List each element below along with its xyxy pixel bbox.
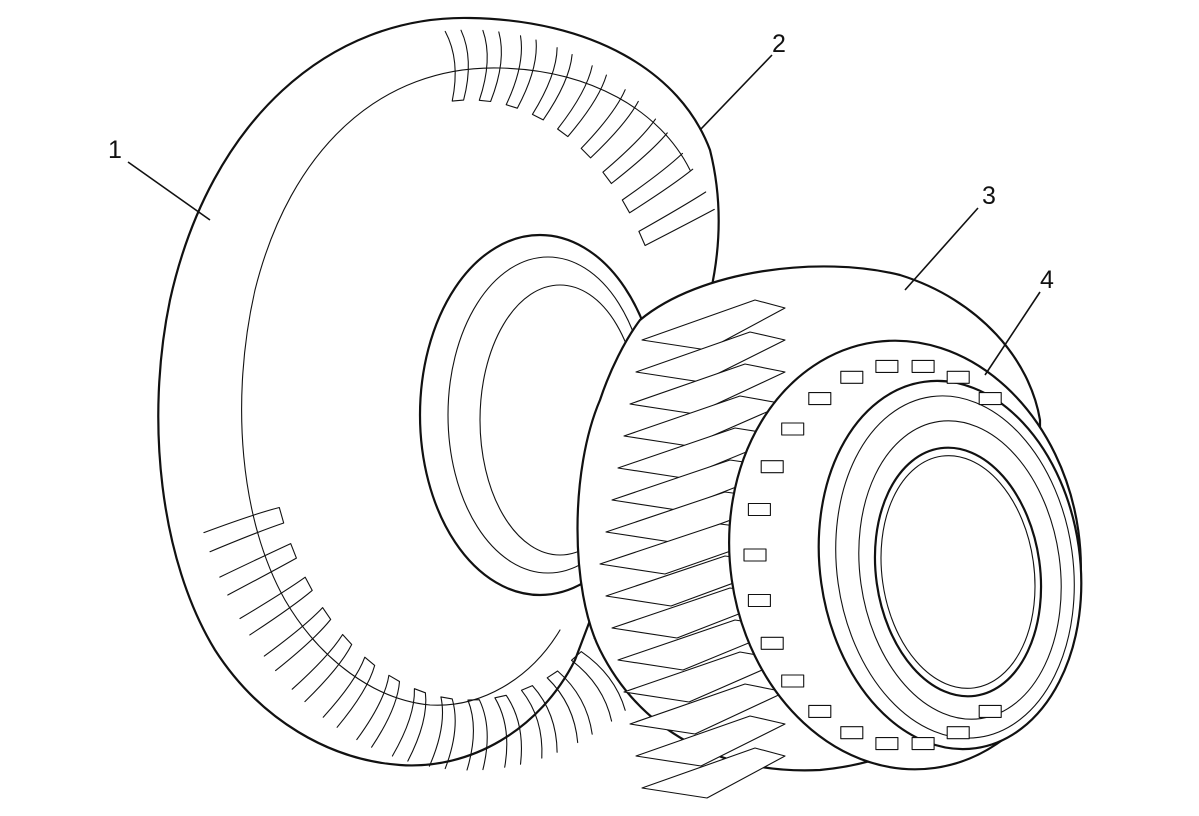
bearing-roller — [760, 460, 784, 474]
callout-label-4: 4 — [1040, 266, 1054, 294]
bearing-roller — [808, 392, 832, 406]
ring-gear-tooth — [570, 651, 626, 722]
bearing-roller — [978, 392, 1002, 406]
bearing-roller — [875, 737, 899, 751]
bearing-roller — [781, 674, 805, 688]
ring-gear-tooth — [520, 685, 558, 759]
ring-gear-tooth — [444, 29, 469, 102]
ring-gear-tooth — [638, 191, 715, 247]
bearing-roller — [875, 359, 899, 373]
ring-gear-tooth — [557, 65, 607, 138]
callout-label-3: 3 — [982, 182, 996, 210]
pinion-tooth — [641, 299, 786, 351]
bearing-roller — [978, 704, 1002, 718]
ring-gear-tooth — [494, 694, 523, 768]
pinion-tooth — [641, 747, 786, 799]
ring-gear-tooth — [219, 543, 297, 596]
ring-gear-tooth — [602, 118, 668, 185]
bearing-roller — [781, 422, 805, 436]
bearing-roller — [946, 726, 970, 740]
ring-gear-tooth — [203, 506, 285, 553]
ring-gear-tooth — [291, 633, 353, 703]
ring-gear-tooth — [391, 688, 427, 762]
callout-1: 1 — [108, 136, 211, 221]
pinion-tooth — [629, 363, 786, 415]
bearing-roller — [911, 359, 935, 373]
bearing-roller — [911, 737, 935, 751]
callout-label-2: 2 — [772, 30, 786, 58]
ring-gear-tooth — [239, 576, 313, 636]
bearing-roller — [946, 370, 970, 384]
ring-gear-tooth — [356, 674, 401, 748]
ring-gear-tooth — [546, 670, 593, 744]
ring-gear-tooth — [621, 152, 694, 214]
callout-label-1: 1 — [108, 136, 122, 164]
bearing-roller — [747, 502, 771, 517]
bearing-rollers — [743, 359, 1002, 751]
bearing-roller — [760, 636, 784, 650]
ring-gear-tooth — [428, 696, 456, 770]
callout-3: 3 — [904, 182, 996, 291]
pinion-tooth — [635, 715, 786, 767]
ring-gear-tooth — [531, 47, 573, 121]
bearing-roller — [747, 593, 771, 608]
ring-gear-tooth — [580, 89, 639, 159]
ring-gear-tooth — [322, 656, 376, 728]
pinion-tooth — [635, 331, 786, 383]
bearing-roller — [743, 548, 767, 562]
callout-4: 4 — [984, 266, 1054, 376]
bearing-roller — [840, 726, 864, 740]
ring-gear-tooth — [505, 35, 537, 109]
bearing-roller — [808, 704, 832, 718]
ring-gear-tooth — [263, 607, 332, 672]
callout-2: 2 — [699, 30, 786, 131]
ring-gear-tooth — [466, 699, 488, 771]
bearing-roller — [840, 370, 864, 384]
tapered-roller-bearing — [728, 339, 1083, 771]
ring-gear-tooth — [478, 29, 502, 103]
